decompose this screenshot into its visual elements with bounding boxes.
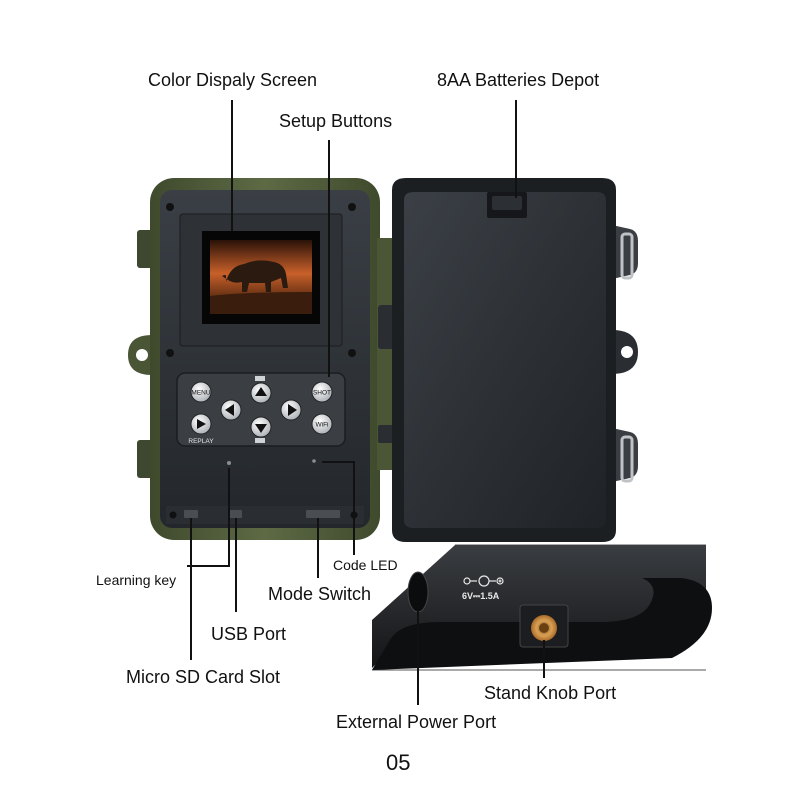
code-led-label: Code LED: [333, 557, 398, 573]
stand-knob-port-label: Stand Knob Port: [484, 683, 617, 703]
triangle-right-icon: [288, 404, 297, 416]
replay-button[interactable]: REPLAY: [188, 413, 214, 445]
menu-button[interactable]: MENU: [190, 381, 212, 403]
menu-button-label: MENU: [191, 390, 210, 397]
color-display-screen-label: Color Dispaly Screen: [148, 70, 318, 90]
mode-switch-label: Mode Switch: [268, 584, 372, 604]
code-led: [312, 459, 316, 463]
replay-button-label: REPLAY: [188, 438, 214, 445]
external-power-port-label: External Power Port: [336, 712, 497, 732]
setup-buttons-label: Setup Buttons: [279, 111, 393, 131]
mode-switch: [306, 510, 340, 518]
bottom-view-inset: 6V⎓1.5A: [372, 544, 712, 671]
shot-button[interactable]: SHOT: [311, 381, 333, 403]
callout-lines: [187, 100, 545, 705]
up-arrow-button[interactable]: [250, 382, 272, 404]
setup-button-panel: [176, 372, 346, 447]
power-polarity-icon: [463, 575, 504, 587]
batteries-depot-label: 8AA Batteries Depot: [437, 70, 600, 90]
triangle-left-icon: [225, 404, 234, 416]
learning-key-hole: [227, 461, 231, 465]
page-number: 05: [386, 750, 411, 775]
wifi-button-label: WiFi: [316, 422, 329, 429]
right-arrow-button[interactable]: [280, 399, 302, 421]
triangle-up-icon: [255, 387, 267, 396]
shot-button-label: SHOT: [313, 390, 331, 397]
usb-port-label: USB Port: [211, 624, 287, 644]
micro-sd-card-slot-label: Micro SD Card Slot: [126, 667, 281, 687]
battery-door: [392, 178, 638, 542]
down-arrow-button[interactable]: [250, 416, 272, 438]
wifi-button[interactable]: WiFi: [311, 413, 333, 435]
hinge: [377, 238, 395, 470]
learning-key-label: Learning key: [96, 572, 177, 588]
external-power-port: [407, 571, 429, 613]
micro-sd-slot: [184, 510, 198, 518]
left-arrow-button[interactable]: [220, 399, 242, 421]
power-rating-text: 6V⎓1.5A: [462, 591, 500, 601]
play-icon: [197, 419, 206, 429]
camera-body: MENU SHOT REPLAY: [128, 178, 395, 540]
triangle-down-icon: [255, 424, 267, 433]
rhino-image: [222, 260, 288, 292]
usb-port: [228, 510, 242, 518]
